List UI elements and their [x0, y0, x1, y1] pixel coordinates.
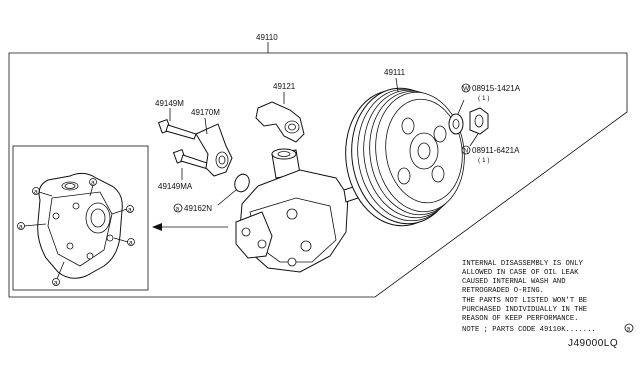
part-label-49121: 49121: [273, 82, 296, 91]
svg-text:a: a: [19, 224, 23, 231]
connector-49170M: [195, 123, 233, 177]
part-qty-washer: ( 1 ): [478, 95, 490, 102]
note-line-1: INTERNAL DISASSEMBLY IS ONLY: [462, 260, 583, 268]
diagram-code: J49000LQ: [568, 338, 618, 349]
notes-block: INTERNAL DISASSEMBLY IS ONLY ALLOWED IN …: [462, 260, 634, 334]
part-label-08915-1421A: 08915-1421A: [472, 84, 521, 93]
svg-text:a: a: [54, 280, 58, 287]
note-line-6: PURCHASED INDIVIDUALLY IN THE: [462, 306, 587, 314]
washer-08915-1421A: [448, 113, 464, 135]
note-kit-mark: a: [627, 326, 631, 333]
pulley-49111: [345, 87, 465, 227]
svg-text:a: a: [34, 189, 38, 196]
detail-inset-frame: [12, 145, 149, 291]
pump-body: [235, 148, 359, 273]
part-label-49149M: 49149M: [155, 99, 184, 108]
note-line-8: NOTE ; PARTS CODE 49110K.......: [462, 326, 596, 334]
direction-arrow: [152, 223, 228, 231]
note-line-2: ALLOWED IN CASE OF OIL LEAK: [462, 269, 579, 277]
note-line-7: REASON OF KEEP PERFORMANCE.: [462, 315, 578, 323]
note-line-4: RETROGRADED O-RING.: [462, 287, 544, 295]
bolt-49149MA: [172, 148, 211, 170]
svg-text:a: a: [128, 207, 132, 214]
part-label-49162N-group: a 49162N: [173, 203, 212, 213]
svg-text:a: a: [91, 180, 95, 187]
note-line-5: THE PARTS NOT LISTED WON'T BE: [462, 297, 587, 305]
svg-text:a: a: [129, 240, 133, 247]
oring-49162N: [234, 173, 250, 193]
nut-08911-6421A: [469, 107, 489, 135]
part-label-49111: 49111: [384, 68, 406, 77]
bracket-49121: [255, 101, 305, 143]
assembly-frame: [8, 52, 628, 298]
part-qty-nut: ( 1 ): [478, 157, 490, 164]
bolt-49149M: [157, 118, 197, 140]
svg-text:a: a: [176, 206, 180, 213]
part-label-washer-group: W 08915-1421A ( 1 ): [461, 83, 521, 102]
part-label-49170M: 49170M: [191, 108, 220, 117]
part-label-08911-6421A: 08911-6421A: [472, 146, 520, 155]
svg-text:N: N: [464, 148, 469, 155]
part-label-49110: 49110: [256, 33, 278, 42]
part-label-nut-group: N 08911-6421A ( 1 ): [461, 145, 520, 164]
note-line-3: CAUSED INTERNAL WASH AND: [462, 278, 566, 286]
svg-text:W: W: [463, 86, 470, 93]
part-label-49162N: 49162N: [184, 204, 212, 213]
pump-rear-housing-detail: a a a a a a: [17, 172, 135, 287]
part-label-49149MA: 49149MA: [158, 182, 193, 191]
